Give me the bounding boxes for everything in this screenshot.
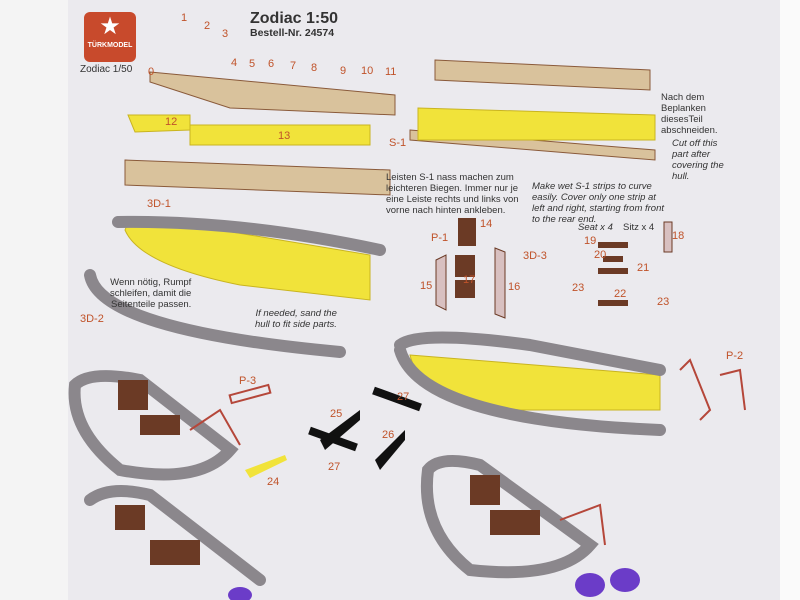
- part-label: P-1: [431, 232, 449, 244]
- part-label: 18: [672, 230, 685, 242]
- part-label: 17: [463, 274, 476, 286]
- part-label: 26: [382, 429, 395, 441]
- part-label: 6: [268, 58, 275, 70]
- part-label: 15: [420, 280, 433, 292]
- part-label: 23: [657, 296, 670, 308]
- part-label: 27: [397, 391, 410, 403]
- part-label: 16: [508, 281, 521, 293]
- note-sand-de: Wenn nötig, Rumpf schleifen, damit die S…: [110, 277, 192, 310]
- note-strips-de: Leisten S-1 nass machen zum leichteren B…: [386, 172, 519, 216]
- part-label: 5: [249, 58, 256, 70]
- note-seat-en: Seat x 4: [578, 222, 613, 233]
- logo-caption: Zodiac 1/50: [80, 64, 133, 75]
- part-label: 3D-3: [523, 250, 547, 262]
- sheet-edge: [780, 0, 800, 600]
- part-label: 24: [267, 476, 280, 488]
- motors: [228, 568, 640, 600]
- note-sand-en: If needed, sand the hull to fit side par…: [255, 308, 337, 330]
- part-label: 12: [165, 116, 178, 128]
- part-label: 2: [204, 20, 211, 32]
- part-label: 22: [614, 288, 627, 300]
- part-label: 3: [222, 28, 229, 40]
- part-label: 13: [278, 130, 291, 142]
- part-label: 4: [231, 57, 238, 69]
- part-label: 1: [181, 12, 188, 24]
- note-cut-de: Nach dem Beplanken diesesTeil abschneide…: [661, 92, 718, 136]
- part-label: P-2: [726, 350, 744, 362]
- part-24: [245, 455, 287, 478]
- part-label: S-1: [389, 137, 407, 149]
- part-label: 19: [584, 235, 597, 247]
- part-label: P-3: [239, 375, 257, 387]
- part-label: 21: [637, 262, 650, 274]
- part-label: 0: [148, 66, 155, 78]
- turkmodel-logo: ★TÜRKMODEL: [84, 12, 136, 62]
- note-strips-en: Make wet S-1 strips to curve easily. Cov…: [532, 181, 665, 225]
- part-label: 14: [480, 218, 493, 230]
- part-label: 3D-1: [147, 198, 171, 210]
- tubes: [68, 215, 666, 586]
- note-seat-de: Sitz x 4: [623, 222, 655, 233]
- page-title: Zodiac 1:50: [250, 10, 339, 27]
- order-number: Bestell-Nr. 24574: [250, 27, 335, 39]
- part-label: 10: [361, 65, 374, 77]
- part-label: 8: [311, 62, 318, 74]
- part-label: 11: [385, 66, 397, 78]
- part-label: 9: [340, 65, 347, 77]
- seats-consoles: [115, 218, 628, 565]
- part-label: 27: [328, 461, 341, 473]
- deck-parts: [124, 107, 661, 411]
- part-label: 23: [572, 282, 585, 294]
- railings: [189, 358, 746, 546]
- console-panels: [435, 221, 673, 319]
- part-label: 3D-2: [80, 313, 104, 325]
- part-label: 7: [290, 60, 297, 72]
- black-parts: [308, 386, 422, 470]
- part-label: 25: [330, 408, 343, 420]
- note-cut-en: Cut off this part after covering the hul…: [672, 138, 724, 182]
- star-icon: ★: [99, 13, 121, 40]
- part-label: 20: [594, 249, 607, 261]
